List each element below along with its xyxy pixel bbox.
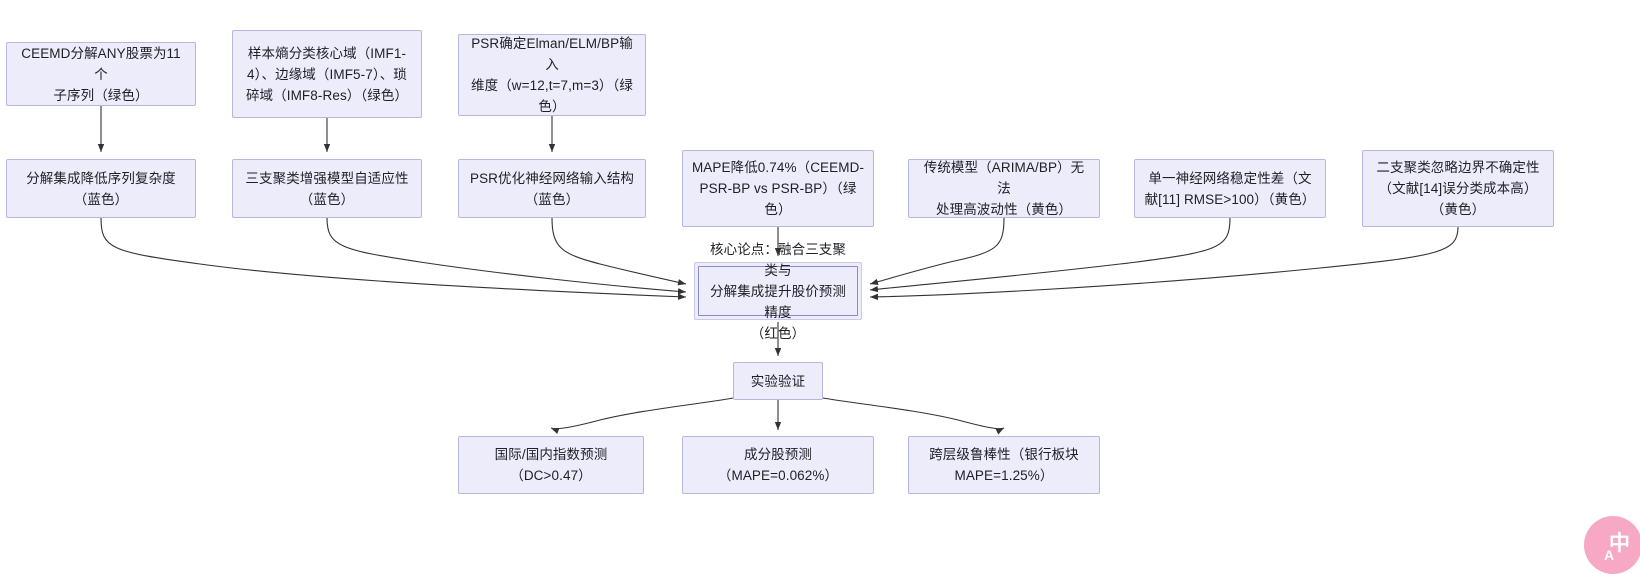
node-label: 单一神经网络稳定性差（文 献[11] RMSE>100）（黄色）	[1144, 170, 1316, 207]
node-decomposition-reduces-complexity[interactable]: 分解集成降低序列复杂度 （蓝色）	[6, 159, 196, 218]
core-inner-frame: 核心论点：融合三支聚类与 分解集成提升股价预测精度 （红色）	[698, 242, 858, 341]
edge-traditional-to-core	[869, 217, 1005, 286]
node-label: PSR优化神经网络输入结构 （蓝色）	[469, 170, 635, 207]
node-ceemd-decompose[interactable]: CEEMD分解ANY股票为11个 子序列（绿色）	[6, 42, 196, 106]
edge-twoway-to-core	[869, 226, 1459, 301]
watermark-badge-icon: 中 A	[1584, 516, 1640, 574]
edge-complexity-to-core	[100, 217, 687, 300]
node-constituent-stock-result[interactable]: 成分股预测 （MAPE=0.062%）	[682, 436, 874, 494]
node-label: 传统模型（ARIMA/BP）无法 处理高波动性（黄色）	[923, 160, 1085, 217]
edge-experiment-to-robust	[822, 397, 1005, 435]
node-single-nn-instability[interactable]: 单一神经网络稳定性差（文 献[11] RMSE>100）（黄色）	[1134, 159, 1326, 218]
node-cross-level-robustness-result[interactable]: 跨层级鲁棒性（银行板块 MAPE=1.25%）	[908, 436, 1100, 494]
edge-psropt-to-core	[551, 217, 687, 286]
watermark-subglyph: A	[1604, 547, 1614, 563]
node-sample-entropy-classify[interactable]: 样本熵分类核心域（IMF1- 4）、边缘域（IMF5-7）、琐 碎域（IMF8-…	[232, 30, 422, 118]
edge-singlenn-to-core	[869, 217, 1231, 293]
watermark-glyph: 中	[1609, 532, 1630, 555]
node-traditional-model-limitation[interactable]: 传统模型（ARIMA/BP）无法 处理高波动性（黄色）	[908, 159, 1100, 218]
node-label: 核心论点：融合三支聚类与 分解集成提升股价预测精度 （红色）	[710, 241, 846, 341]
node-three-way-clustering-adaptivity[interactable]: 三支聚类增强模型自适应性 （蓝色）	[232, 159, 422, 218]
node-label: 样本熵分类核心域（IMF1- 4）、边缘域（IMF5-7）、琐 碎域（IMF8-…	[245, 45, 409, 103]
node-label: 跨层级鲁棒性（银行板块 MAPE=1.25%）	[929, 447, 1079, 483]
edge-experiment-to-index	[550, 397, 734, 434]
edge-adaptive-to-core	[326, 217, 687, 295]
node-label: CEEMD分解ANY股票为11个 子序列（绿色）	[21, 45, 181, 103]
node-label: 分解集成降低序列复杂度 （蓝色）	[26, 170, 176, 207]
node-index-prediction-result[interactable]: 国际/国内指数预测 （DC>0.47）	[458, 436, 644, 494]
node-label: PSR确定Elman/ELM/BP输入 维度（w=12,t=7,m=3）（绿 色…	[471, 36, 633, 114]
node-mape-improvement-evidence[interactable]: MAPE降低0.74%（CEEMD- PSR-BP vs PSR-BP）（绿 色…	[682, 150, 874, 227]
node-psr-input-dimension[interactable]: PSR确定Elman/ELM/BP输入 维度（w=12,t=7,m=3）（绿 色…	[458, 34, 646, 116]
node-label: 实验验证	[750, 373, 806, 389]
node-label: 成分股预测 （MAPE=0.062%）	[717, 447, 839, 483]
node-psr-optimizes-nn-input[interactable]: PSR优化神经网络输入结构 （蓝色）	[458, 159, 646, 218]
node-label: MAPE降低0.74%（CEEMD- PSR-BP vs PSR-BP）（绿 色…	[691, 160, 865, 217]
node-label: 二支聚类忽略边界不确定性 （文献[14]误分类成本高） （黄色）	[1376, 160, 1540, 217]
node-label: 国际/国内指数预测 （DC>0.47）	[494, 447, 608, 483]
node-label: 三支聚类增强模型自适应性 （蓝色）	[245, 170, 409, 207]
node-experiment-validation[interactable]: 实验验证	[733, 362, 823, 400]
node-core-argument[interactable]: 核心论点：融合三支聚类与 分解集成提升股价预测精度 （红色）	[694, 242, 862, 341]
node-two-way-clustering-limitation[interactable]: 二支聚类忽略边界不确定性 （文献[14]误分类成本高） （黄色）	[1362, 150, 1554, 227]
